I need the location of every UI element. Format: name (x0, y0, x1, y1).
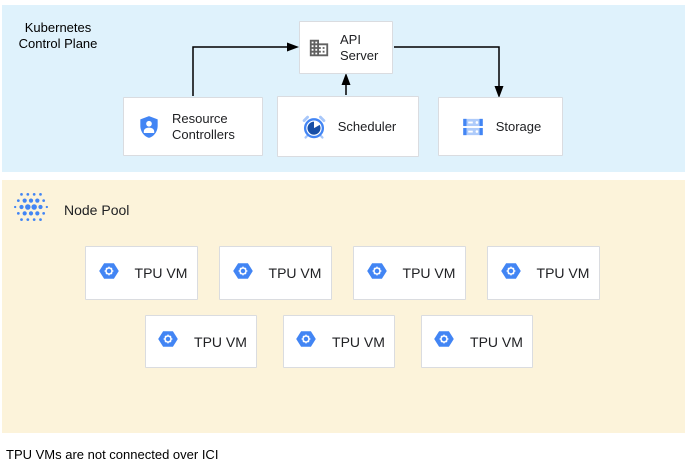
diagram-caption: TPU VMs are not connected over ICI (6, 447, 219, 462)
dot-cluster-icon (12, 188, 50, 231)
tpu-vm-label: TPU VM (536, 265, 590, 281)
tpu-vm-label: TPU VM (402, 265, 456, 281)
tpu-hexagon-icon (293, 327, 319, 356)
node-pool-label: Node Pool (64, 201, 130, 218)
tpu-vm-label: TPU VM (332, 333, 385, 350)
storage-label: Storage (495, 118, 542, 134)
tpu-hexagon-icon (364, 259, 390, 288)
api-server-label: API Server (340, 31, 379, 63)
tpu-vm-node-7: TPU VM (421, 315, 533, 368)
tpu-vm-node-5: TPU VM (145, 315, 257, 368)
tpu-vm-label: TPU VM (194, 333, 247, 350)
scheduler-node: Scheduler (277, 96, 419, 157)
alarm-clock-icon (300, 113, 328, 141)
storage-node: Storage (438, 97, 563, 156)
tpu-hexagon-icon (431, 327, 457, 356)
tpu-vm-node-2: TPU VM (219, 246, 332, 300)
building-icon (308, 37, 330, 59)
tpu-vm-label: TPU VM (134, 265, 188, 281)
tpu-vm-label: TPU VM (470, 333, 523, 350)
tpu-hexagon-icon (230, 259, 256, 288)
shield-user-icon (136, 114, 162, 140)
scheduler-label: Scheduler (337, 118, 397, 134)
control-plane-title-line1: Kubernetes (24, 20, 92, 35)
tpu-vm-node-6: TPU VM (283, 315, 395, 368)
tpu-vm-label: TPU VM (268, 265, 322, 281)
resource-controllers-label: Resource Controllers (172, 110, 235, 142)
tpu-vm-node-3: TPU VM (353, 246, 466, 300)
control-plane-title-line2: Control Plane (18, 36, 98, 51)
storage-stack-icon (460, 114, 486, 140)
control-plane-title: Kubernetes Control Plane (10, 20, 106, 52)
api-server-node: API Server (299, 21, 393, 74)
tpu-hexagon-icon (96, 259, 122, 288)
tpu-hexagon-icon (498, 259, 524, 288)
resource-controllers-node: Resource Controllers (123, 97, 263, 156)
tpu-vm-node-4: TPU VM (487, 246, 600, 300)
node-pool-header: Node Pool (12, 188, 129, 231)
tpu-hexagon-icon (155, 327, 181, 356)
node-pool-panel (2, 180, 685, 433)
tpu-vm-node-1: TPU VM (85, 246, 198, 300)
